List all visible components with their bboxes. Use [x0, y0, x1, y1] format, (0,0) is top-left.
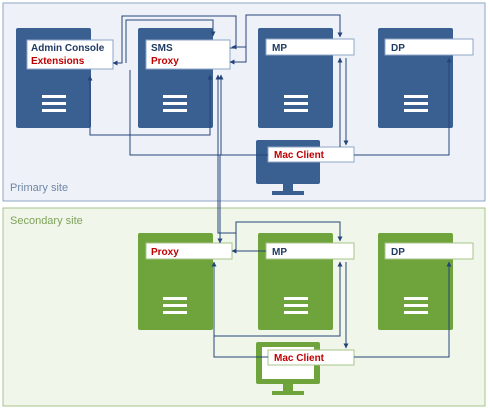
secondary-site-label: Secondary site	[10, 215, 83, 227]
server-vent-icon	[284, 297, 308, 314]
dp-label: DP	[391, 247, 405, 258]
secondary-client-to-dp-arrow	[354, 261, 452, 358]
server-vent-icon	[163, 95, 187, 112]
client-to-dp-arrow	[354, 57, 452, 156]
mp-server-secondary: MP	[258, 233, 355, 330]
server-vent-icon	[163, 297, 187, 314]
mp-server-primary: MP	[258, 28, 355, 128]
proxy-label: Proxy	[151, 247, 179, 258]
sms-mp-top-arrow	[246, 14, 343, 38]
admin-console-server: Admin Console Extensions	[16, 28, 114, 128]
dp-server-secondary: DP	[378, 233, 474, 330]
mp-label: MP	[272, 247, 287, 258]
primary-site-label: Primary site	[10, 182, 68, 194]
mp-label-box	[265, 38, 355, 56]
dp-server-primary: DP	[378, 28, 474, 128]
dp-label-box	[384, 242, 474, 260]
admin-to-sms-arrow	[125, 19, 216, 63]
proxy-label: Proxy	[151, 56, 179, 67]
secondary-client-to-proxy-arrow	[211, 261, 268, 358]
extensions-label: Extensions	[31, 56, 85, 67]
dp-label: DP	[391, 43, 405, 54]
sms-to-secondary-proxy-arrow	[129, 70, 223, 244]
mp-label: MP	[272, 43, 287, 54]
mac-client-label: Mac Client	[274, 150, 325, 161]
secondary-proxy-to-mp-arrow	[235, 221, 343, 251]
client-to-proxy-arrow	[218, 74, 268, 156]
connectors	[87, 14, 452, 358]
admin-console-label: Admin Console	[31, 43, 105, 54]
server-vent-icon	[284, 95, 308, 112]
sms-label-box	[145, 39, 231, 70]
secondary-proxy-to-client-arrow	[214, 261, 343, 337]
dp-label-box	[384, 38, 474, 56]
server-vent-icon	[404, 95, 428, 112]
server-vent-icon	[404, 297, 428, 314]
sms-label: SMS	[151, 43, 173, 54]
mac-client-primary: Mac Client	[256, 140, 355, 195]
proxy-server-secondary: Proxy	[138, 233, 233, 330]
mac-client-label: Mac Client	[274, 353, 325, 364]
admin-console-label-box	[26, 39, 114, 70]
sms-server: SMS Proxy	[138, 28, 231, 128]
server-vent-icon	[42, 95, 66, 112]
